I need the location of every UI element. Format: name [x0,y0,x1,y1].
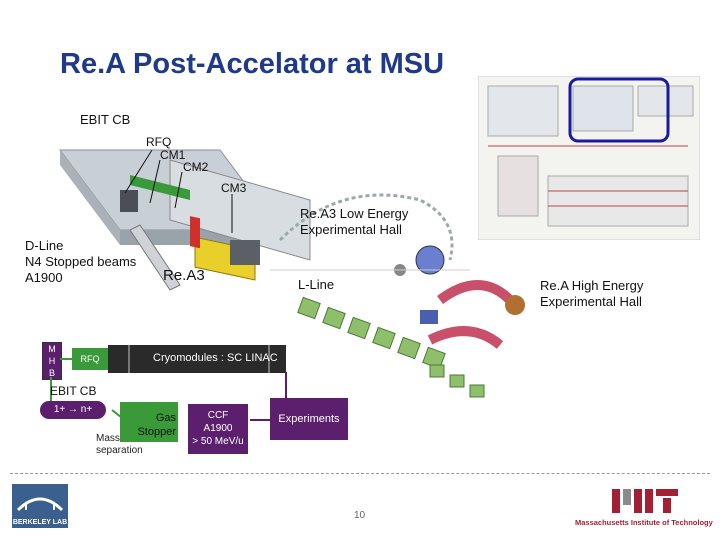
page-number: 10 [354,510,366,521]
high-energy-line-2: Experimental Hall [540,294,642,309]
gas-stopper-box: Gas Stopper [120,402,178,442]
label-l-line: L-Line [298,277,335,292]
gas-line: Gas [155,412,176,424]
mhb-m: M [48,344,56,354]
label-ebit-cb-top: EBIT CB [80,112,131,127]
rfq-box-label: RFQ [80,354,100,364]
low-energy-line-2: Experimental Hall [300,222,402,237]
label-rea3: Re.A3 [163,267,205,284]
berkeley-lab-logo: BERKELEY LAB [12,484,68,528]
mass-line: Mass [96,433,120,444]
d-line-3: A1900 [25,270,63,285]
gas-stopper-label: Gas Stopper [120,402,178,439]
facility-drawing [59,149,470,370]
label-low-energy-hall: Re.A3 Low Energy Experimental Hall [300,206,408,238]
footer-divider [10,473,710,474]
label-cm3: CM3 [221,181,247,195]
mhb-b: B [48,368,55,378]
ccf-label: CCF A1900 > 50 MeV/u [188,404,248,448]
mit-logo [612,487,682,520]
ccf-line-1: CCF [207,410,229,421]
label-high-energy-hall: Re.A High Energy Experimental Hall [540,278,643,310]
stopper-line: Stopper [137,426,176,438]
charge-breeder-pill: 1+ → n+ [40,401,106,419]
experiments-label: Experiments [278,413,340,425]
floor-plan-map [478,76,700,240]
rfq-box: RFQ [72,348,108,370]
separation-line: separation [96,445,143,456]
high-energy-hall-drawing [420,280,525,398]
label-d-line: D-Line N4 Stopped beams A1900 [25,238,136,286]
ccf-box: CCF A1900 > 50 MeV/u [188,404,248,454]
high-energy-line-1: Re.A High Energy [540,278,644,293]
mhb-box: M H B [42,342,62,380]
ccf-line-2: A1900 [203,423,233,434]
ccf-line-3: > 50 MeV/u [192,436,244,447]
connector-mhb-rfq [60,358,72,360]
mit-wordmark-icon [612,489,678,513]
pointer-lines [124,149,233,233]
highlight-frame [568,77,670,143]
d-line-2: N4 Stopped beams [25,254,137,269]
mhb-h: H [48,356,56,366]
page-title: Re.A Post-Accelator at MSU [60,48,445,80]
berkeley-building-icon [16,497,64,512]
cryomodules-bar: Cryomodules : SC LINAC [108,345,286,373]
cryomodules-label: Cryomodules : SC LINAC [153,352,278,364]
label-cm2: CM2 [183,160,209,174]
low-energy-line-1: Re.A3 Low Energy [300,206,409,221]
label-rfq: RFQ [146,135,172,149]
d-line-1: D-Line [25,238,64,253]
mit-logo-text: Massachusetts Institute of Technology [575,518,713,527]
mass-separation-label: Mass separation [96,433,143,457]
berkeley-logo-text: BERKELEY LAB [12,519,68,526]
label-cm1: CM1 [160,148,186,162]
experiments-box: Experiments [270,398,348,440]
schematic-ebit-cb: EBIT CB [50,384,97,398]
charge-state: 1+ → n+ [53,404,93,415]
